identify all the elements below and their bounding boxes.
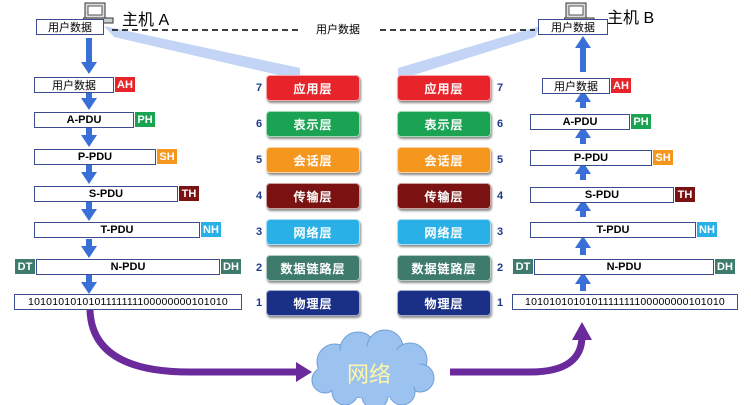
right-header-th: TH (674, 186, 696, 203)
right-header-ah: AH (610, 77, 632, 94)
right-up-arrows (575, 36, 591, 291)
right-pdu-7: 用户数据 (542, 78, 610, 94)
host-a-user-data: 用户数据 (36, 19, 104, 35)
layer-num-3-left: 3 (255, 226, 263, 238)
layer-num-7-left: 7 (255, 82, 263, 94)
left-header-sh: SH (156, 148, 178, 165)
middle-user-data-label: 用户数据 (316, 24, 360, 36)
layer-datalink-right: 数据链路层 (397, 255, 491, 281)
layer-transport-left: 传输层 (266, 183, 360, 209)
layer-presentation-right: 表示层 (397, 111, 491, 137)
right-pdu-4: S-PDU (530, 187, 674, 203)
layer-network-right: 网络层 (397, 219, 491, 245)
right-header-sh: SH (652, 149, 674, 166)
layer-physical-right: 物理层 (397, 290, 491, 316)
left-header-th: TH (178, 185, 200, 202)
layer-num-2-right: 2 (496, 262, 504, 274)
layer-application-left: 应用层 (266, 75, 360, 101)
layer-num-4-left: 4 (255, 190, 263, 202)
left-bits: 1010101010101111111100000000101010 (14, 294, 242, 310)
layer-num-4-right: 4 (496, 190, 504, 202)
left-header-nh: NH (200, 221, 222, 238)
left-trailer-dt: DT (14, 258, 36, 275)
right-header-ph: PH (630, 113, 652, 130)
layer-num-1-right: 1 (496, 297, 504, 309)
left-header-ph: PH (134, 111, 156, 128)
left-pdu-7: 用户数据 (34, 77, 114, 93)
left-pdu-4: S-PDU (34, 186, 178, 202)
left-pdu-6: A-PDU (34, 112, 134, 128)
layer-session-left: 会话层 (266, 147, 360, 173)
layer-presentation-left: 表示层 (266, 111, 360, 137)
right-header-nh: NH (696, 221, 718, 238)
layer-num-2-left: 2 (255, 262, 263, 274)
layer-num-7-right: 7 (496, 82, 504, 94)
left-pdu-2: N-PDU (36, 259, 220, 275)
layer-datalink-left: 数据链路层 (266, 255, 360, 281)
right-pdu-6: A-PDU (530, 114, 630, 130)
right-pdu-5: P-PDU (530, 150, 652, 166)
layer-network-left: 网络层 (266, 219, 360, 245)
network-label: 网络 (347, 362, 392, 387)
layer-num-5-right: 5 (496, 154, 504, 166)
curve-arrow-left (86, 309, 300, 376)
layer-transport-right: 传输层 (397, 183, 491, 209)
left-down-arrows (81, 38, 97, 294)
layer-num-3-right: 3 (496, 226, 504, 238)
left-header-dh: DH (220, 258, 242, 275)
left-header-ah: AH (114, 76, 136, 93)
right-pdu-2: N-PDU (534, 259, 714, 275)
layer-application-right: 应用层 (397, 75, 491, 101)
host-a-label: 主机 A (122, 12, 170, 29)
layer-num-5-left: 5 (255, 154, 263, 166)
fan-left (104, 26, 300, 80)
fan-right (398, 26, 540, 80)
layer-num-6-left: 6 (255, 118, 263, 130)
layer-physical-left: 物理层 (266, 290, 360, 316)
left-pdu-3: T-PDU (34, 222, 200, 238)
host-b-user-data: 用户数据 (538, 19, 608, 35)
right-trailer-dt: DT (512, 258, 534, 275)
left-pdu-5: P-PDU (34, 149, 156, 165)
host-b-label: 主机 B (607, 10, 655, 27)
right-bits: 1010101010101111111100000000101010 (512, 294, 738, 310)
right-pdu-3: T-PDU (530, 222, 696, 238)
right-header-dh: DH (714, 258, 736, 275)
layer-session-right: 会话层 (397, 147, 491, 173)
curve-arrow-right (450, 335, 586, 376)
layer-num-6-right: 6 (496, 118, 504, 130)
layer-num-1-left: 1 (255, 297, 263, 309)
